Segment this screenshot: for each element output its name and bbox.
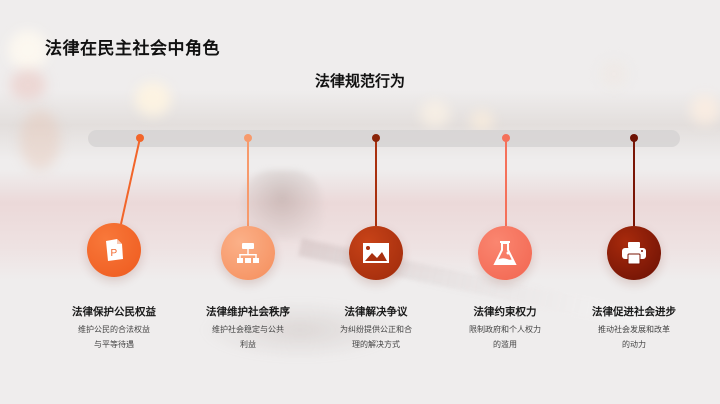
connector-line-4 (505, 138, 507, 226)
item-5-desc-line1: 推动社会发展和改革 (598, 325, 670, 334)
item-4-desc-line1: 限制政府和个人权力 (469, 325, 541, 334)
item-1-desc-line2: 与平等待遇 (94, 340, 134, 349)
connector-line-2 (247, 138, 249, 226)
image-icon (362, 242, 390, 264)
item-3-desc-line1: 为纠纷提供公正和合 (340, 325, 412, 334)
connector-line-5 (633, 138, 635, 226)
item-2-icon-circle[interactable] (221, 226, 275, 280)
item-1-icon-circle[interactable]: P (87, 223, 141, 277)
section-subtitle: 法律规范行为 (314, 72, 405, 90)
timeline-dot-3 (372, 134, 380, 142)
timeline-dot-1 (136, 134, 144, 142)
item-3-desc-line2: 理的解决方式 (352, 340, 400, 349)
connector-line-3 (375, 138, 377, 226)
item-4-label: 法律约束权力 (473, 306, 537, 318)
item-2-desc-line1: 维护社会稳定与公共 (212, 325, 284, 334)
slide-title: 法律在民主社会中角色 (45, 39, 220, 59)
item-4-desc-line2: 的滥用 (493, 340, 517, 349)
item-5-icon-circle[interactable] (607, 226, 661, 280)
item-2-label: 法律维护社会秩序 (206, 306, 290, 318)
item-3-icon-circle[interactable] (349, 226, 403, 280)
item-3-label: 法律解决争议 (344, 306, 408, 318)
flask-icon (493, 239, 517, 267)
svg-text:P: P (111, 248, 118, 259)
item-5-desc-line2: 的动力 (622, 340, 646, 349)
item-4-icon-circle[interactable] (478, 226, 532, 280)
timeline-dot-5 (630, 134, 638, 142)
timeline-dot-4 (502, 134, 510, 142)
printer-icon (620, 240, 648, 266)
timeline-dot-2 (244, 134, 252, 142)
item-2-desc-line2: 利益 (240, 340, 256, 349)
org-chart-icon (235, 240, 261, 266)
item-1-label: 法律保护公民权益 (72, 306, 156, 318)
item-5-label: 法律促进社会进步 (592, 306, 676, 318)
document-p-icon: P (102, 237, 126, 263)
timeline-track (88, 130, 680, 147)
item-1-desc-line1: 维护公民的合法权益 (78, 325, 150, 334)
